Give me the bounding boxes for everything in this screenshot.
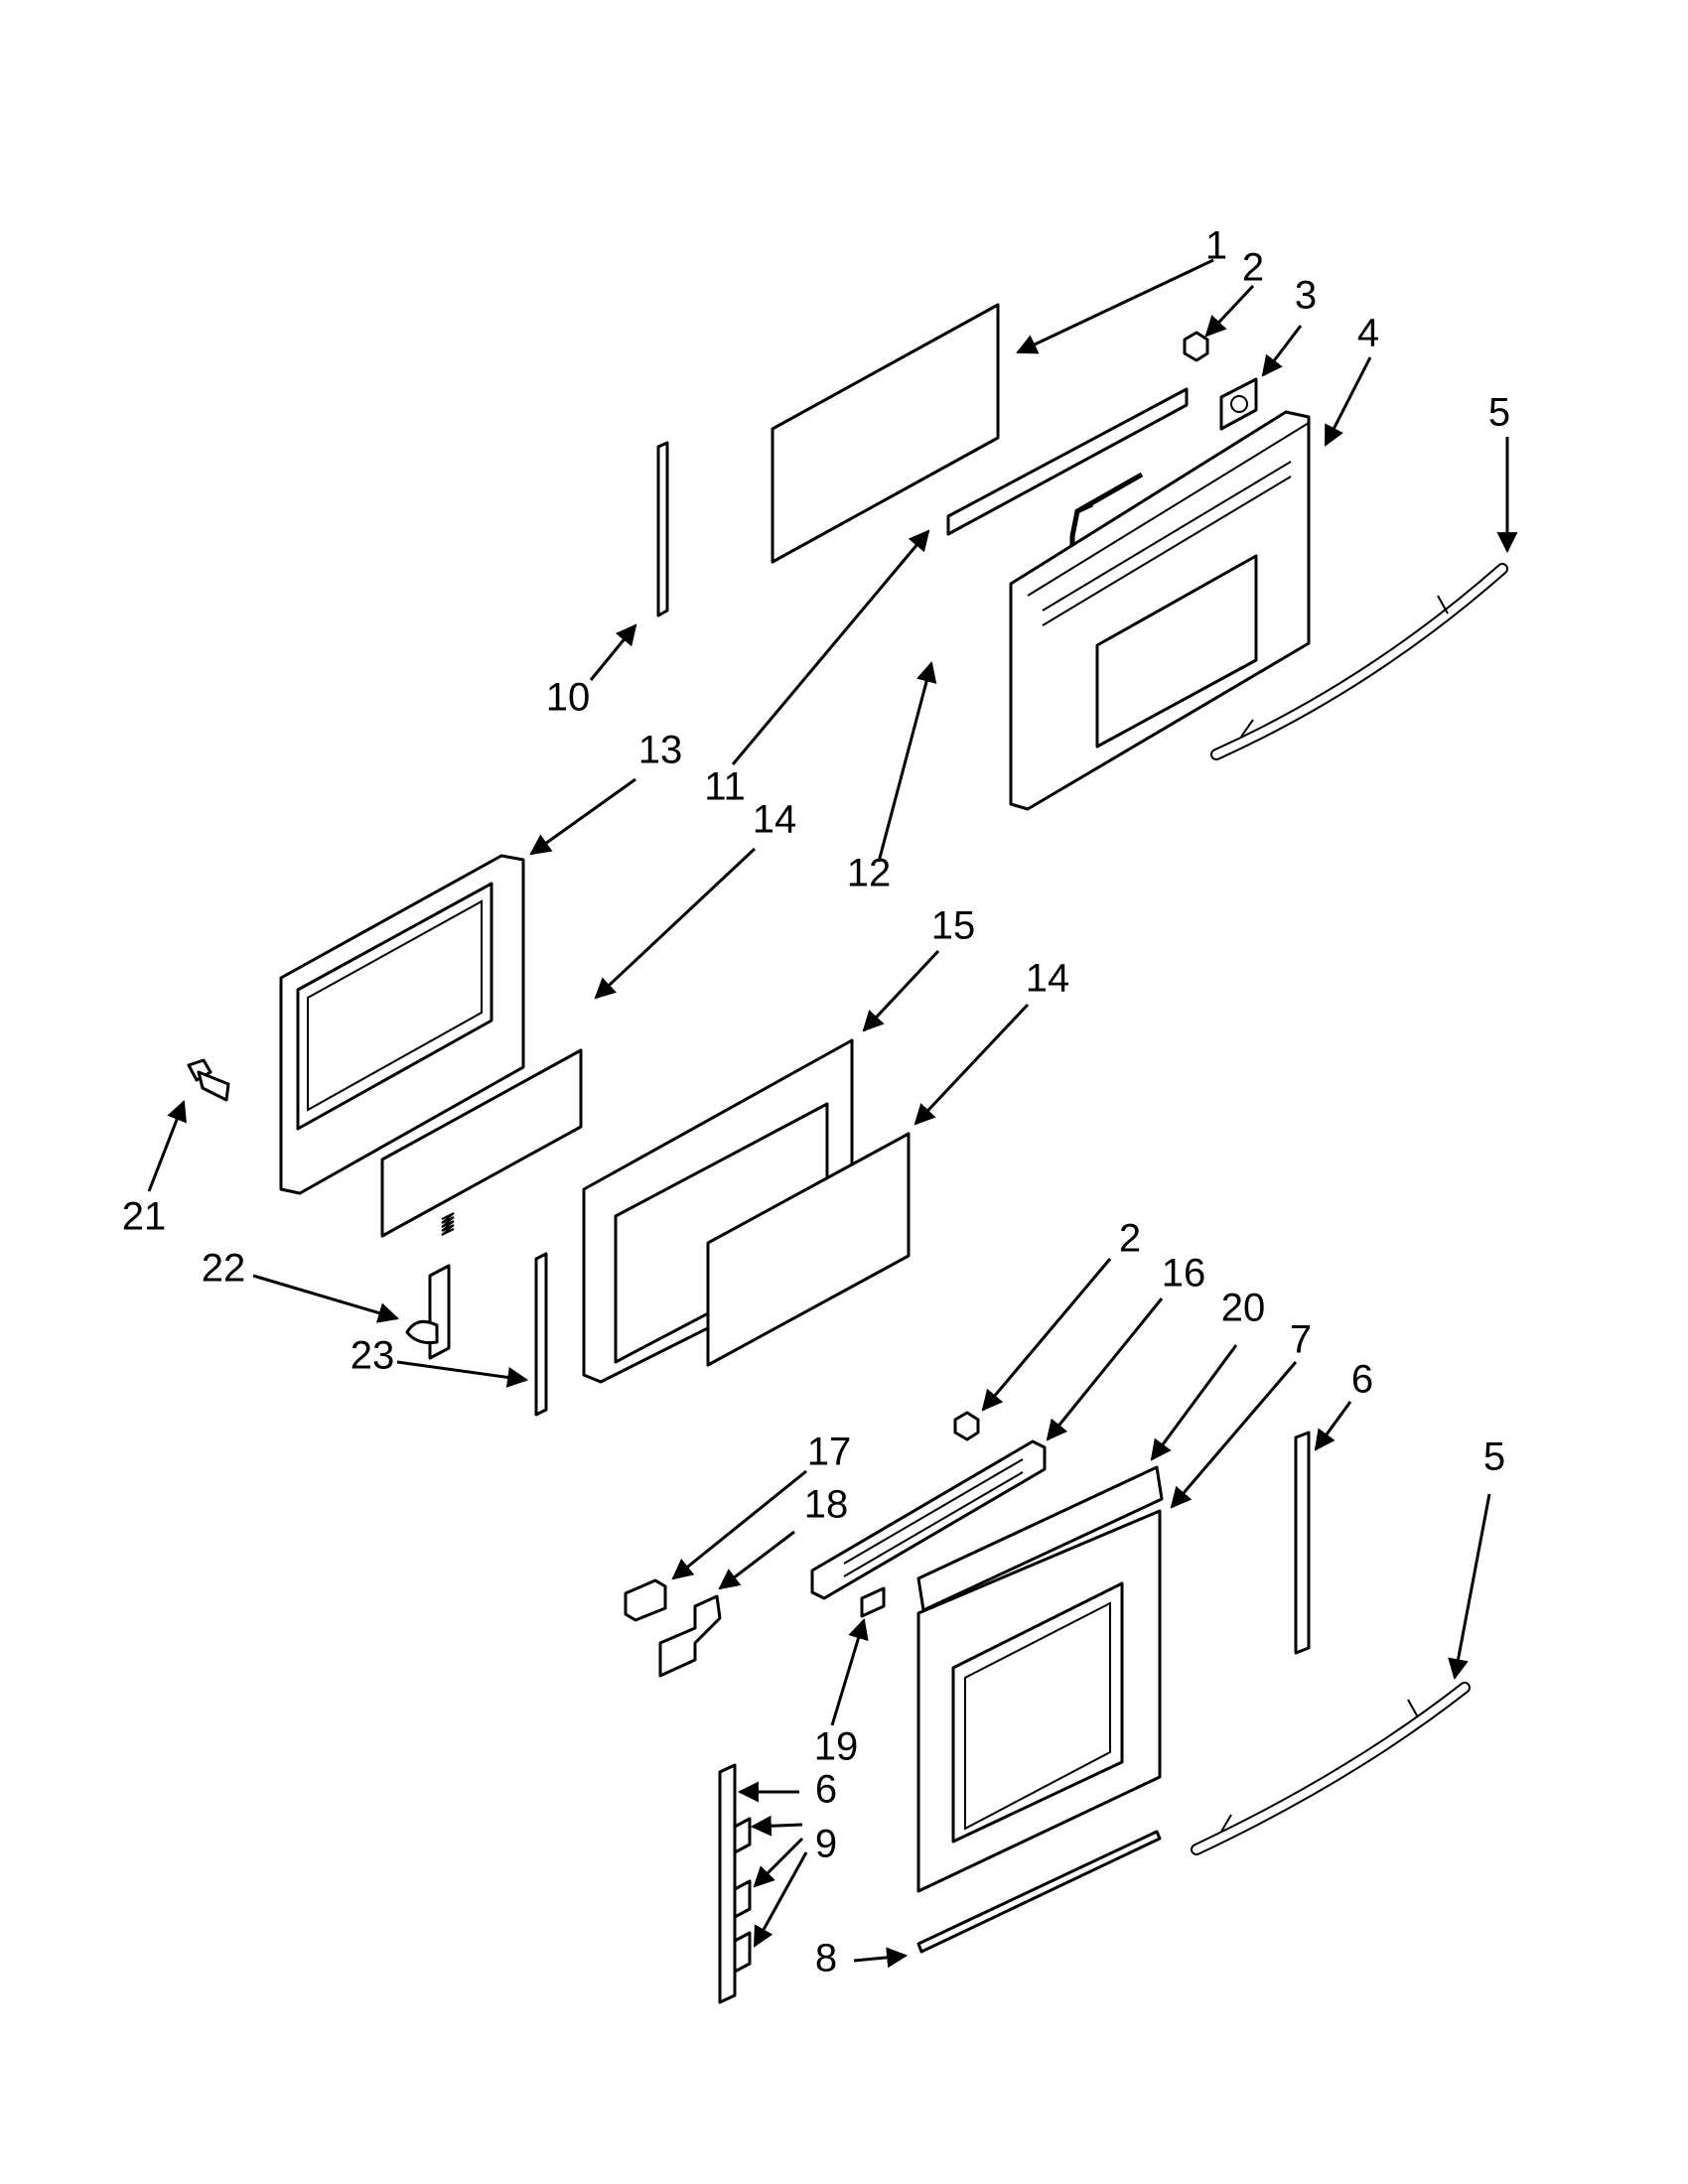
- callout-21: 21: [122, 1195, 167, 1239]
- callout-6-bottom: 6: [815, 1768, 837, 1812]
- callout-2: 2: [1242, 246, 1264, 290]
- screw-part: [187, 1058, 230, 1102]
- outer-door-panel-part: [1009, 410, 1311, 811]
- callout-1: 1: [1205, 224, 1227, 268]
- callout-18: 18: [804, 1483, 849, 1527]
- callout-22: 22: [202, 1247, 246, 1291]
- insulation-pad-part: [380, 1048, 583, 1238]
- side-trim-part: [1294, 1431, 1311, 1655]
- retainer-strip-part: [946, 387, 1189, 536]
- handle-part-2: [1191, 1682, 1471, 1855]
- bottom-trim-part: [916, 1830, 1162, 1954]
- callout-5-bottom: 5: [1483, 1435, 1505, 1479]
- hinge-bracket-part: [656, 441, 669, 617]
- callout-12: 12: [847, 852, 892, 895]
- callout-8: 8: [815, 1937, 837, 1980]
- leader-lines: [147, 258, 1518, 1969]
- callout-20: 20: [1221, 1287, 1266, 1330]
- bushing-part: [1219, 377, 1258, 431]
- callout-4: 4: [1357, 312, 1379, 355]
- callout-2-bottom: 2: [1119, 1217, 1141, 1261]
- callout-11: 11: [704, 765, 746, 809]
- callout-5: 5: [1488, 391, 1510, 435]
- nut-part-2: [953, 1411, 980, 1441]
- block-part: [624, 1578, 667, 1622]
- callout-3: 3: [1295, 274, 1317, 318]
- callout-9: 9: [815, 1823, 837, 1866]
- side-trim-part-2: [718, 1763, 752, 2004]
- callout-19: 19: [814, 1725, 859, 1769]
- nut-part: [1183, 331, 1209, 362]
- callout-16: 16: [1162, 1252, 1206, 1296]
- callout-6: 6: [1351, 1358, 1373, 1402]
- callout-7: 7: [1290, 1318, 1312, 1362]
- vent-trim-part: [810, 1439, 1047, 1600]
- hinge-spring-part: [405, 1212, 455, 1360]
- callout-15: 15: [931, 904, 976, 948]
- callout-17: 17: [807, 1431, 852, 1474]
- handle-part: [1210, 563, 1508, 760]
- callout-14-right: 14: [1026, 957, 1070, 1001]
- callout-13: 13: [638, 729, 683, 772]
- clip-part: [860, 1586, 886, 1618]
- glass-panel-part: [771, 303, 1000, 564]
- callout-10: 10: [546, 676, 591, 720]
- insulation-pad-part-2: [706, 1132, 911, 1367]
- lower-outer-door-panel-part: [916, 1465, 1164, 1893]
- callout-23: 23: [351, 1334, 395, 1378]
- latch-bracket-part: [658, 1594, 722, 1678]
- hinge-channel-part: [534, 1252, 548, 1417]
- inner-door-frame-part: [279, 854, 525, 1195]
- callout-14: 14: [753, 798, 797, 842]
